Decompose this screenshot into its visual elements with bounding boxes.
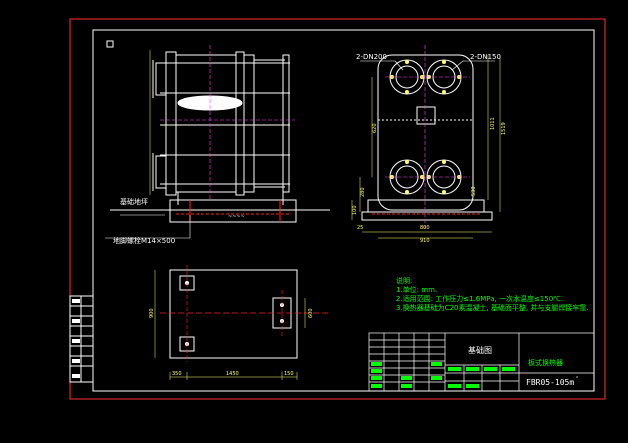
plan-view xyxy=(154,265,330,380)
side-view xyxy=(351,45,501,239)
plan-dim-left: 350 xyxy=(172,371,182,377)
margin-strip xyxy=(69,295,94,383)
note-item-3: 3.换热器基础为C20素混凝土, 基础面平整, 并与支腿焊接牢靠. xyxy=(396,303,589,312)
front-view xyxy=(105,45,330,239)
nozzle-small-label: 2-DN150 xyxy=(470,53,501,61)
product-name: 板式换热器 xyxy=(528,358,563,367)
title-block-fills xyxy=(371,362,515,388)
corner-marker xyxy=(106,40,114,48)
dim-inner: 1011 xyxy=(490,117,496,130)
inner-frame xyxy=(92,29,595,392)
dim-width: 910 xyxy=(420,238,430,244)
plan-dim-depth: 900 xyxy=(149,308,155,318)
plan-dim-total: 1450 xyxy=(226,371,239,377)
drawing-name: 基础图 xyxy=(468,345,492,355)
notes-title: 说明: xyxy=(396,276,412,285)
foundation-label: 基础地坪 xyxy=(120,197,148,206)
title-block xyxy=(368,332,595,392)
model-suffix: ² xyxy=(576,376,578,382)
plan-dim-right: 150 xyxy=(284,371,294,377)
model-number: FBR05-105m xyxy=(526,378,574,387)
dim-width-inner: 800 xyxy=(420,225,430,231)
dim-upper: 620 xyxy=(372,123,378,133)
dim-foot: 100 xyxy=(352,205,358,215)
bolt-label: 地脚螺栓M14×500 xyxy=(113,236,175,245)
dim-small: 25 xyxy=(357,225,363,231)
dim-lower: 530 xyxy=(471,186,477,196)
plate-tag: ~~~~ xyxy=(228,214,245,220)
notes: 说明: 1.单位: mm. 2.适用范围: 工作压力≤1.6MPa, 一次水温度… xyxy=(396,276,589,312)
nozzle-large-label: 2-DN200 xyxy=(356,53,387,61)
note-item-2: 2.适用范围: 工作压力≤1.6MPa, 一次水温度≤150℃. xyxy=(396,294,563,303)
note-item-1: 1.单位: mm. xyxy=(396,285,437,294)
dim-base: 280 xyxy=(360,187,366,197)
plan-dim-inner-depth: 600 xyxy=(308,308,314,318)
dim-height: 1519 xyxy=(501,122,507,135)
margin-strip-fills xyxy=(72,299,80,378)
outer-frame xyxy=(69,18,606,400)
